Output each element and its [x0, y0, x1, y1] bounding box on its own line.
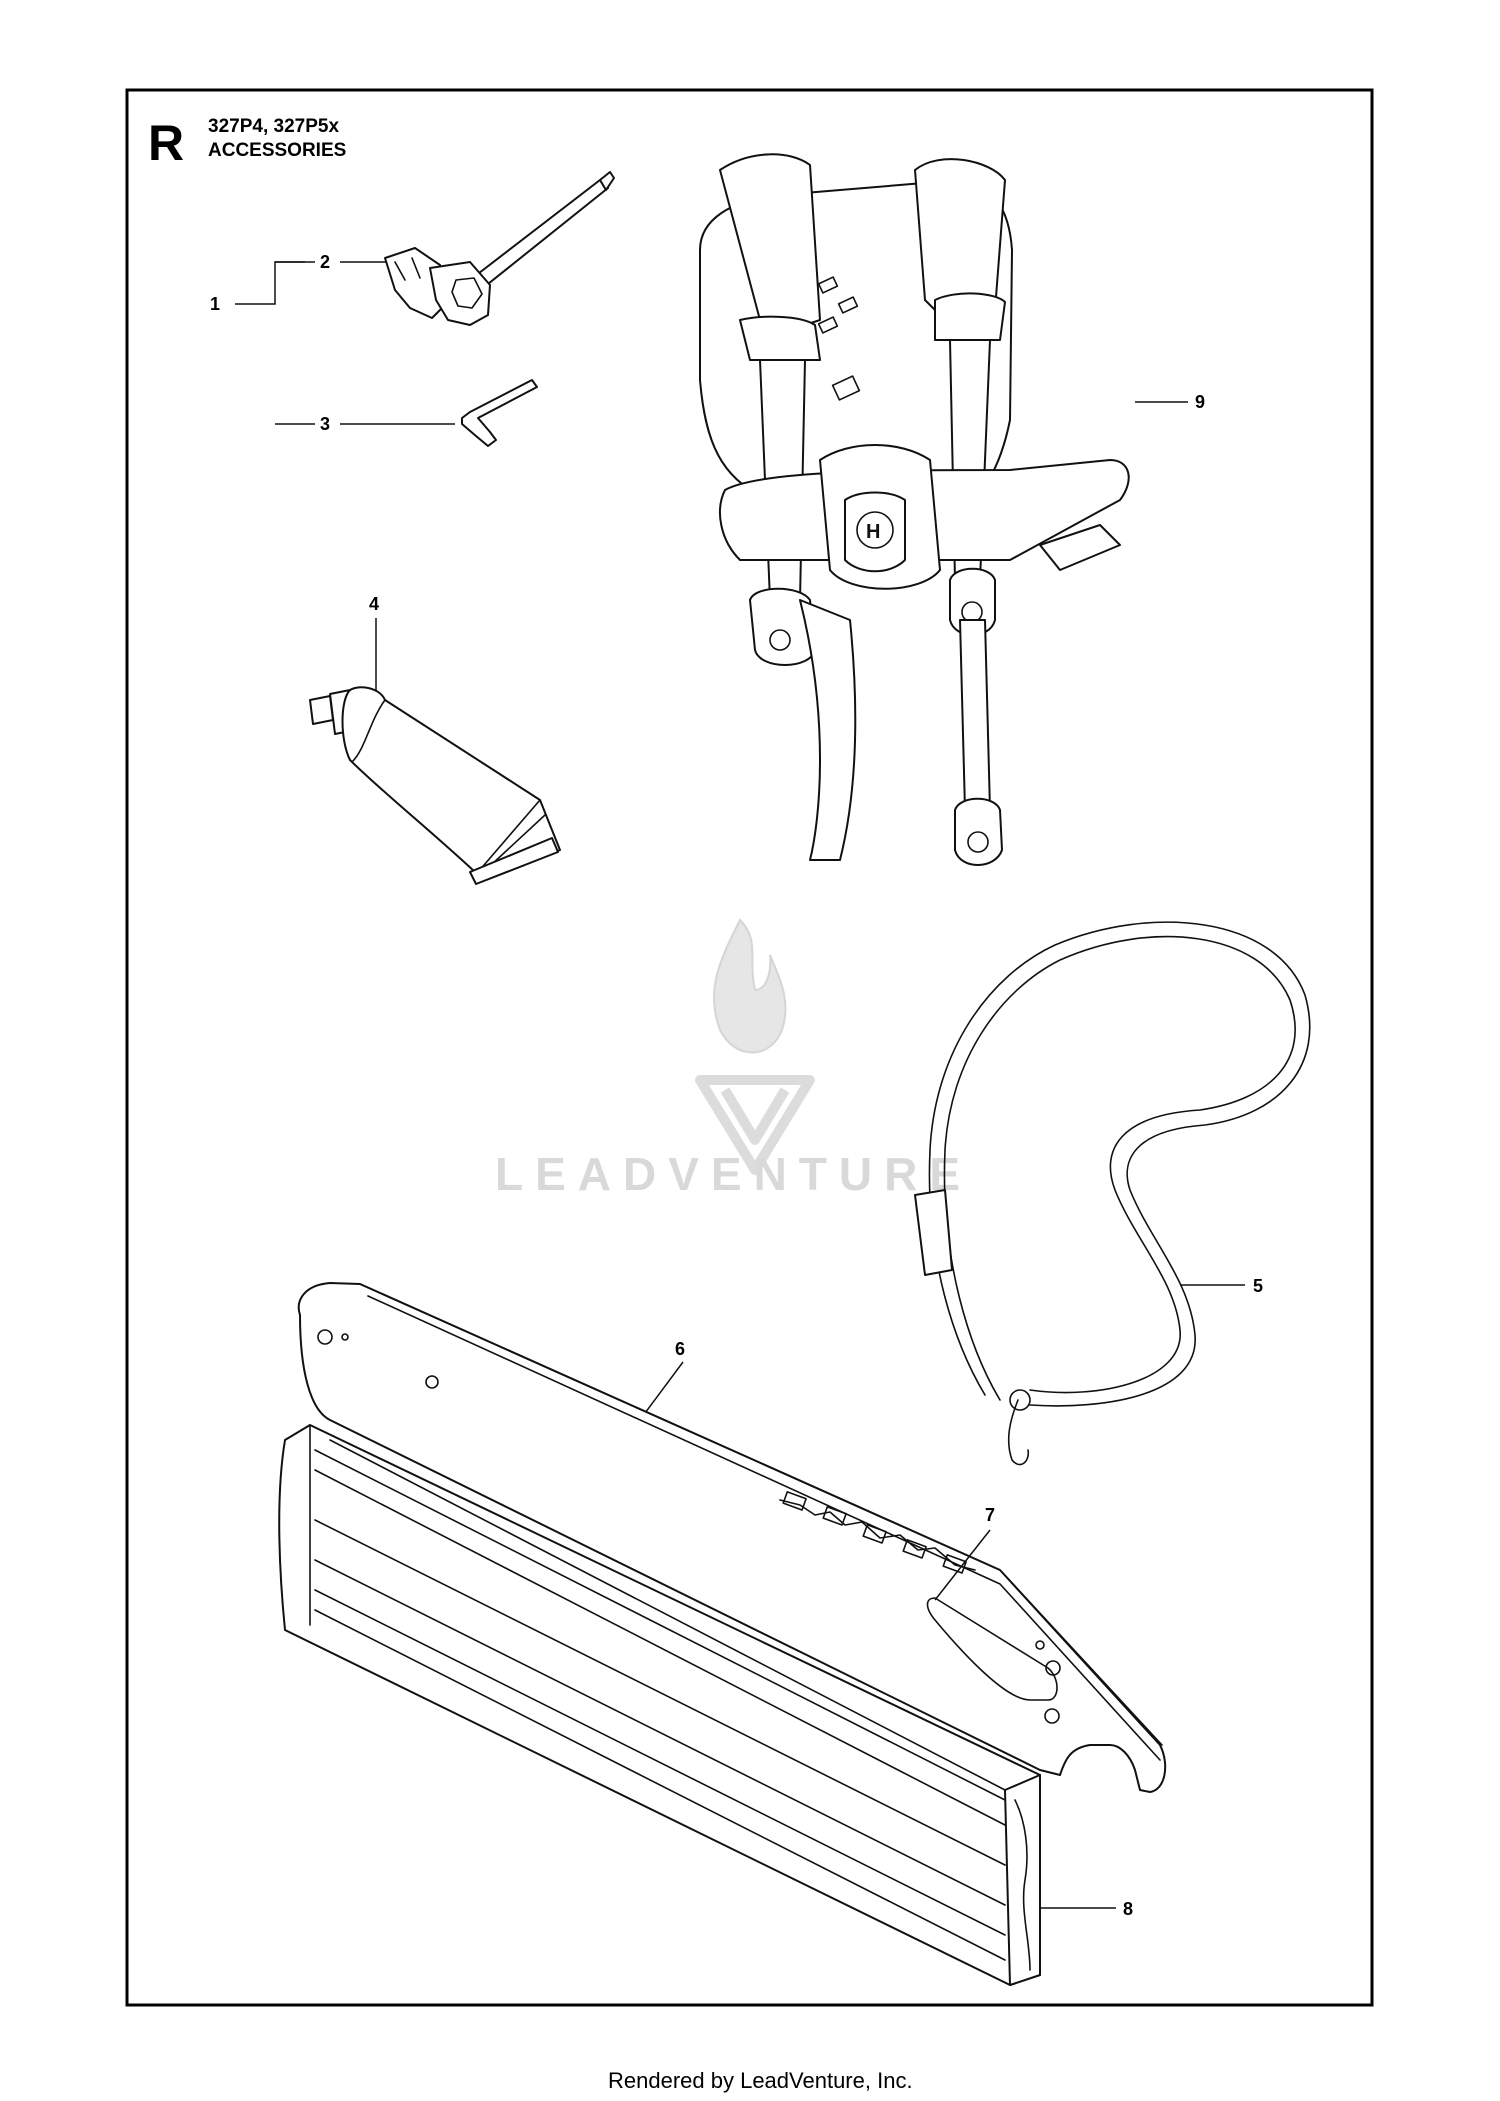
section-letter: R [148, 115, 184, 171]
callout-1-group: 1 [210, 261, 315, 425]
logo-letter: H [866, 521, 880, 543]
callout-1: 1 [210, 294, 220, 314]
part-3-hex-key: 3 [320, 379, 538, 447]
part-9-harness: 9 H [699, 153, 1205, 866]
callout-2: 2 [320, 252, 330, 272]
callout-6: 6 [675, 1339, 685, 1359]
callout-4: 4 [369, 594, 379, 614]
callout-9: 9 [1195, 392, 1205, 412]
diagram-frame [125, 88, 1374, 2007]
part-2-combination-wrench: 2 [320, 171, 615, 326]
footer-credit: Rendered by LeadVenture, Inc. [608, 2068, 913, 2093]
part-4-grease-tube: 4 [309, 594, 561, 885]
part-5-shoulder-strap: 5 [914, 921, 1311, 1466]
section-title: ACCESSORIES [208, 140, 346, 161]
callout-8: 8 [1123, 1899, 1133, 1919]
watermark-v-icon [695, 1075, 815, 1175]
part-6-guide-bar: 6 [297, 1282, 1167, 1793]
part-8-bar-cover: 8 [278, 1424, 1133, 1986]
leader-1 [235, 261, 305, 305]
callout-5: 5 [1253, 1276, 1263, 1296]
watermark: LEADVENTURE [495, 918, 972, 1200]
part-7-saw-chain: 7 [779, 1491, 995, 1601]
model-numbers: 327P4, 327P5x [208, 116, 339, 137]
watermark-flame-icon [712, 918, 787, 1054]
watermark-text: LEADVENTURE [495, 1148, 972, 1200]
callout-7: 7 [985, 1505, 995, 1525]
callout-3: 3 [320, 414, 330, 434]
